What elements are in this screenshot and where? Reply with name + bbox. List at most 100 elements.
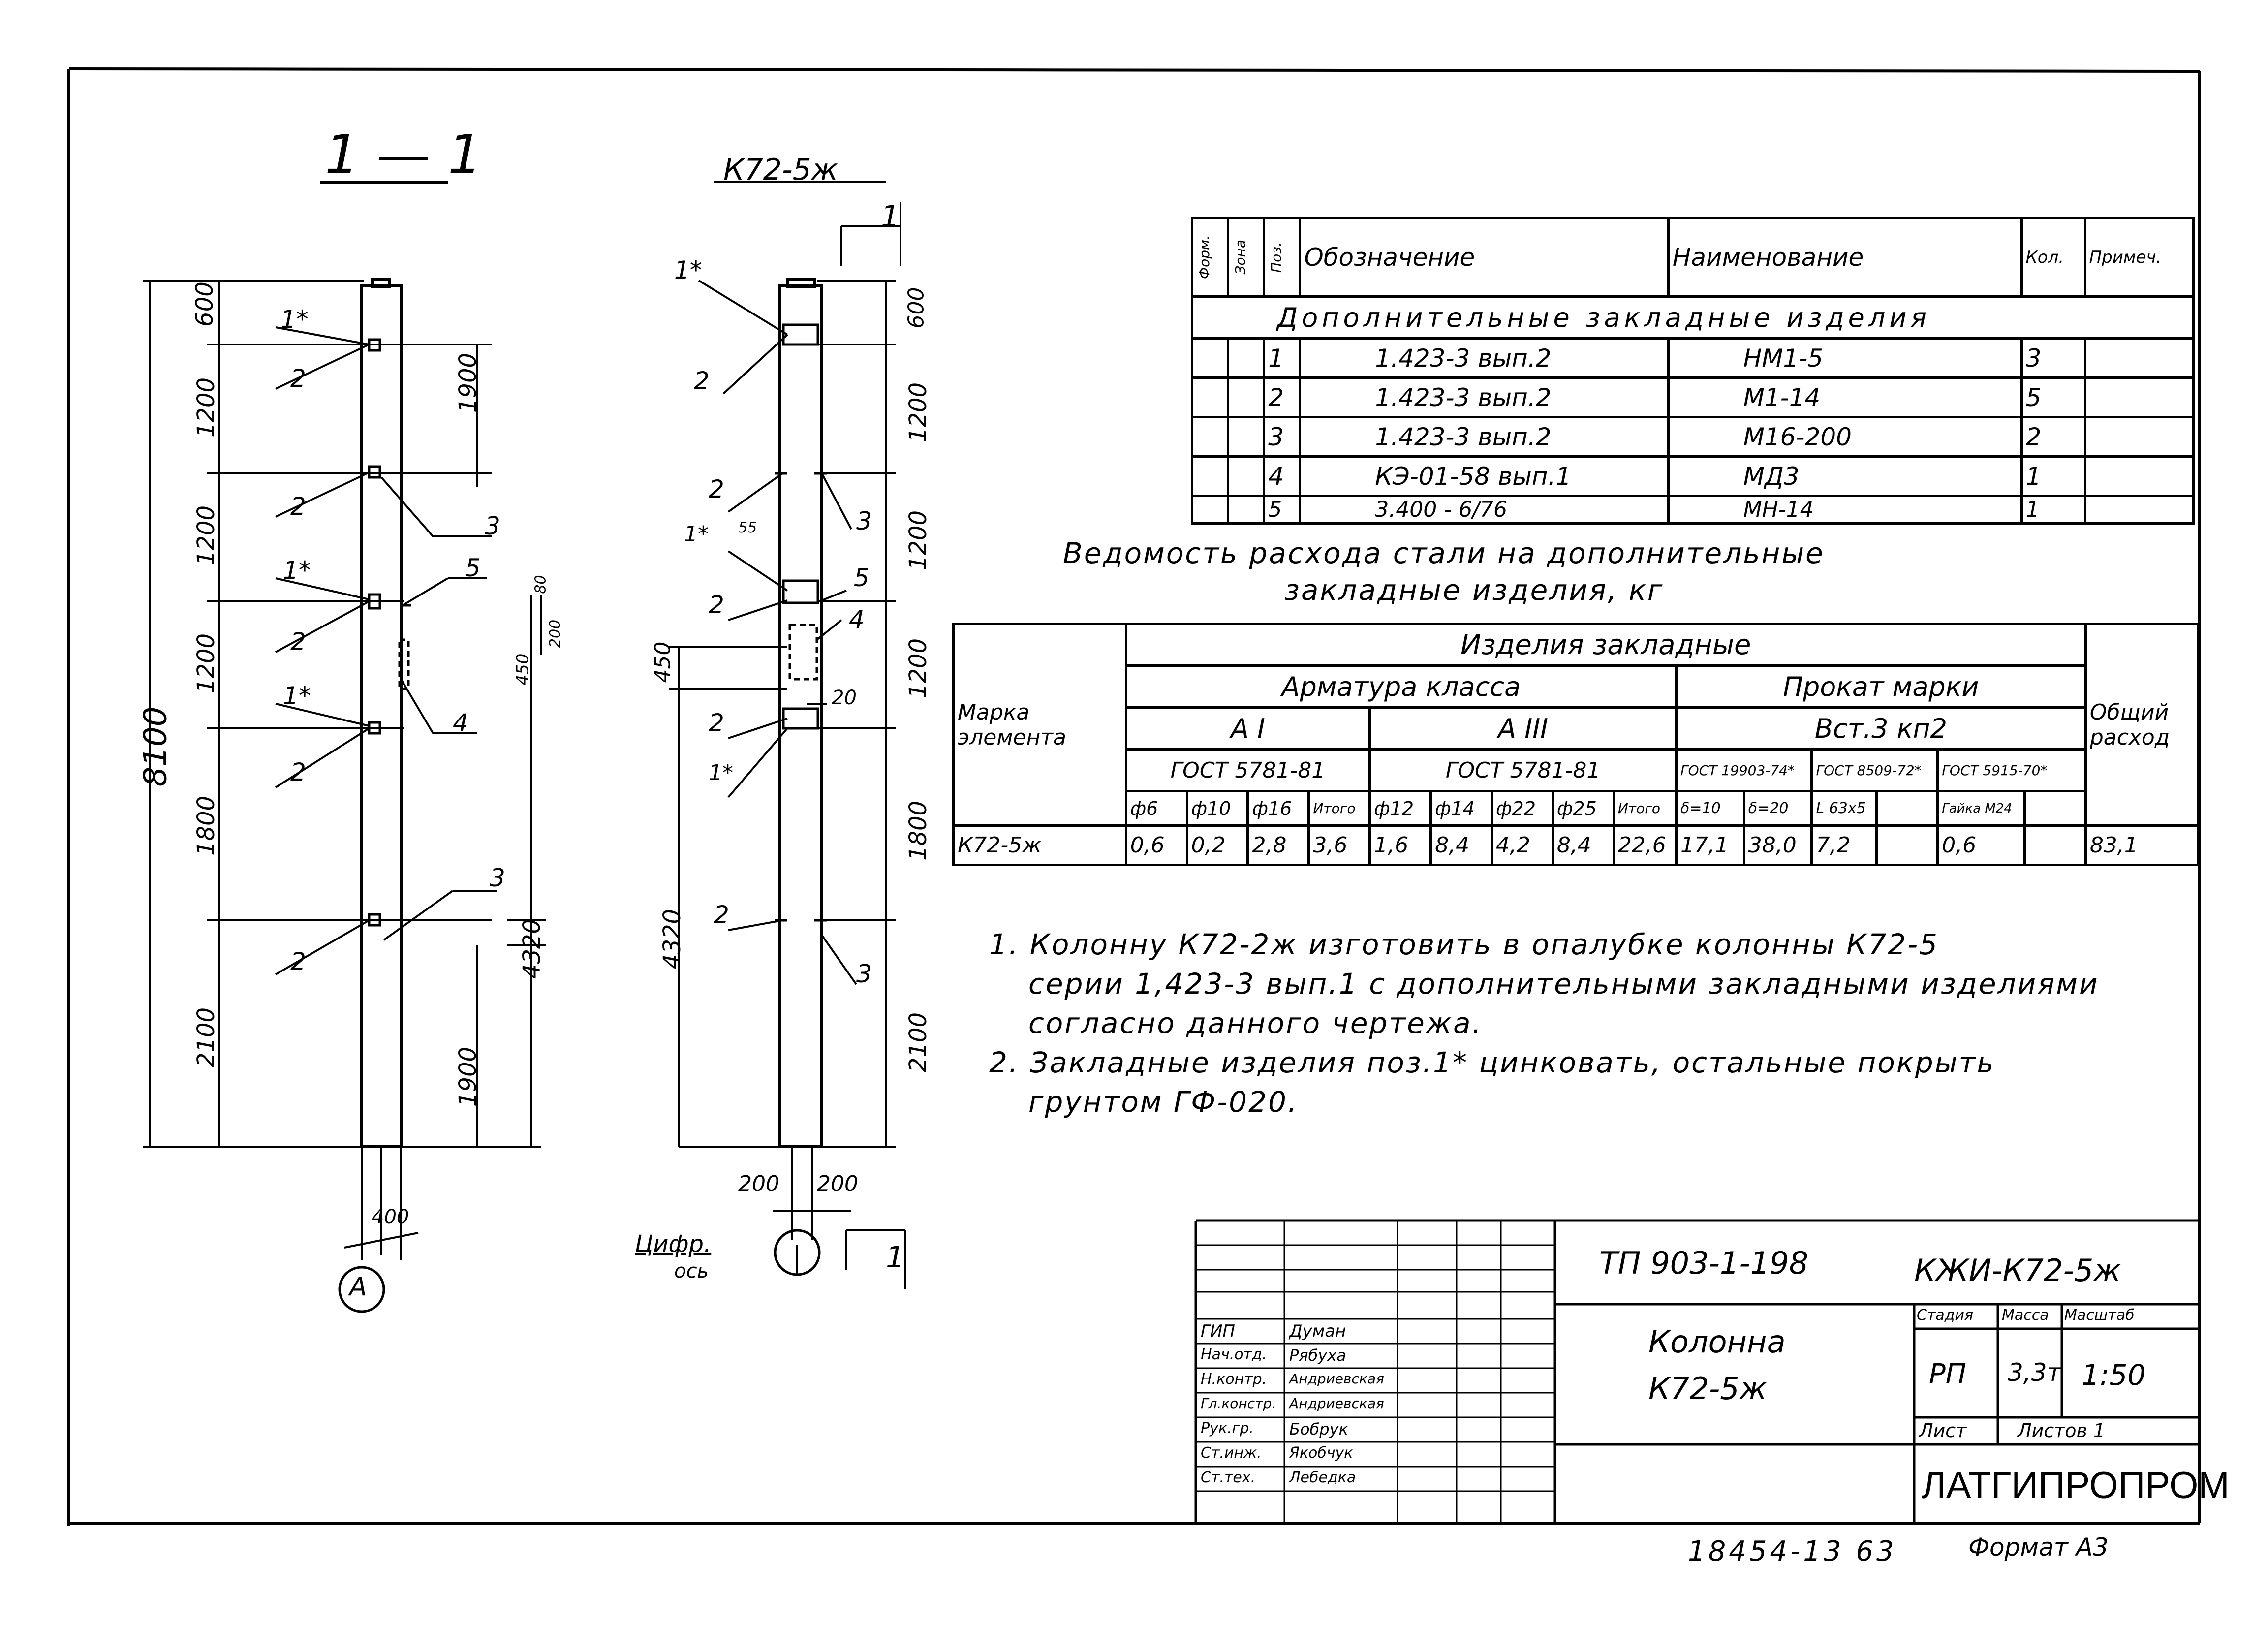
- note-1c: согласно данного чертежа.: [1028, 1006, 1483, 1040]
- sheet-format: Формат А3: [1968, 1533, 2109, 1562]
- dim-400: 400: [372, 1206, 409, 1228]
- r-callout: 3: [856, 507, 872, 535]
- r-callout: 55: [738, 519, 757, 536]
- col-pos: Поз.: [1263, 217, 1302, 298]
- class-a3: А III: [1368, 706, 1678, 751]
- role: Гл.констр.: [1201, 1395, 1276, 1411]
- dim-1900-top: 1900: [454, 352, 482, 413]
- col-head: ф22: [1491, 790, 1554, 827]
- col-head: [1875, 790, 1939, 827]
- sheets-label: Листов 1: [2018, 1420, 2106, 1441]
- org-name: ЛАТГИПРОПРОМ: [1922, 1465, 2230, 1506]
- steel-title-1: Ведомость расхода стали на дополнительны…: [1063, 536, 1825, 570]
- sheet-label: Лист: [1919, 1420, 1967, 1441]
- note-1b: серии 1,423-3 вып.1 с дополнительными за…: [1028, 967, 2099, 1001]
- callout: 1*: [283, 682, 311, 710]
- axis-a-label: А: [349, 1272, 367, 1302]
- col-head: L 63x5: [1810, 790, 1878, 827]
- total-header: Общий расход: [2084, 623, 2200, 827]
- axis-digit-label: Цифр.: [635, 1230, 712, 1258]
- r-callout: 1*: [684, 522, 709, 547]
- r-callout: 4: [849, 605, 865, 634]
- callout: 1*: [280, 305, 309, 334]
- seg-5: 1800: [192, 795, 220, 856]
- mass-value: 3,3т: [2008, 1358, 2061, 1387]
- col-head: Итого: [1307, 790, 1371, 827]
- gost-2: ГОСТ 5781-81: [1368, 748, 1678, 792]
- r-callout: 2: [709, 709, 724, 737]
- rolled-header: Прокат марки: [1675, 664, 2087, 709]
- callout: 2: [290, 627, 306, 656]
- column-view-title: К72-5ж: [723, 153, 838, 187]
- r-seg: 600: [903, 287, 929, 329]
- axis-digit-label-2: ось: [674, 1260, 709, 1283]
- r-dim-450: 450: [650, 641, 676, 683]
- dim-200: 200: [547, 619, 564, 648]
- role: Нач.отд.: [1201, 1346, 1267, 1363]
- r-seg: 1200: [904, 382, 932, 443]
- scale-value: 1:50: [2082, 1358, 2146, 1392]
- r-callout: 2: [694, 367, 710, 395]
- note-2: 2. Закладные изделия поз.1* цинковать, о…: [989, 1046, 1995, 1079]
- r-callout: 20: [832, 687, 857, 709]
- r-dim-200a: 200: [738, 1171, 779, 1196]
- drawing-name-1: Колонна: [1648, 1324, 1786, 1360]
- callout: 1*: [283, 556, 311, 585]
- section-mark-top: 1: [881, 199, 900, 234]
- callout: 5: [465, 554, 481, 582]
- project-code: ТП 903-1-198: [1599, 1245, 1809, 1281]
- seg-1: 600: [190, 282, 218, 327]
- dim-450: 450: [513, 653, 533, 686]
- role: ГИП: [1201, 1321, 1235, 1341]
- stage-header: Стадия: [1917, 1307, 1974, 1324]
- r-callout: 2: [709, 475, 724, 503]
- r-dim-200b: 200: [817, 1171, 858, 1196]
- col-head: ф10: [1185, 790, 1249, 827]
- col-zone: Зона: [1227, 217, 1266, 298]
- col-format: Форм.: [1190, 217, 1230, 298]
- person-name: Лебедка: [1289, 1469, 1356, 1486]
- callout: 2: [290, 364, 306, 393]
- callout: 2: [290, 492, 306, 521]
- col-head: ф16: [1246, 790, 1310, 827]
- col-head: δ=20: [1742, 790, 1813, 827]
- note-1: 1. Колонну К72-2ж изготовить в опалубке …: [989, 928, 1939, 961]
- person-name: Думан: [1289, 1321, 1346, 1341]
- col-head: Итого: [1612, 790, 1678, 827]
- left-column-top-plate: [371, 278, 391, 288]
- col-note: Примеч.: [2083, 217, 2195, 298]
- col-head: ф14: [1429, 790, 1493, 827]
- gost-1: ГОСТ 5781-81: [1124, 748, 1371, 792]
- total-height-label: 8100: [137, 706, 174, 787]
- right-column-body: [778, 284, 823, 1148]
- seg-6: 2100: [192, 1007, 220, 1068]
- r-seg: 1200: [904, 638, 932, 699]
- r-callout: 1*: [674, 256, 702, 284]
- r-callout: 2: [714, 901, 729, 929]
- person-name: Рябуха: [1289, 1346, 1346, 1365]
- col-head: ф25: [1551, 790, 1615, 827]
- r-callout: 3: [856, 960, 872, 988]
- spec-section: Дополнительные закладные изделия: [1191, 295, 2195, 340]
- axis-a-bubble: [338, 1266, 385, 1313]
- mass-header: Масса: [2002, 1307, 2049, 1324]
- section-title: 1 — 1: [325, 123, 482, 186]
- col-head: ф12: [1368, 790, 1432, 827]
- r-callout: 2: [709, 591, 724, 619]
- archive-number: 18454-13 63: [1688, 1535, 1897, 1567]
- callout: 2: [290, 758, 306, 786]
- r-seg: 2100: [904, 1012, 932, 1073]
- role: Ст.инж.: [1201, 1444, 1262, 1462]
- col-head: Гайка М24: [1936, 790, 2026, 827]
- steel-table: Марка элемента Изделия закладные Общий р…: [952, 623, 2200, 866]
- mark-header: Марка элемента: [952, 623, 1127, 827]
- gost-3: ГОСТ 19903-74*: [1675, 748, 1813, 792]
- class-a1: А I: [1124, 706, 1371, 751]
- col-qty: Кол.: [2020, 217, 2086, 298]
- drawing-code: КЖИ-К72-5ж: [1914, 1252, 2121, 1288]
